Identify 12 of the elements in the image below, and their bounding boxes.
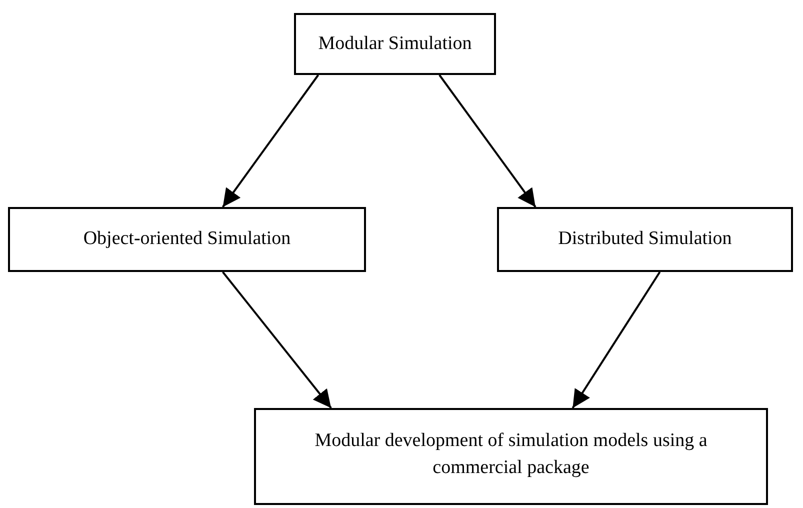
process-box xyxy=(254,408,768,505)
process-box xyxy=(497,207,793,272)
arrow xyxy=(222,271,332,409)
node-label: Modular Simulation xyxy=(317,32,473,56)
arrow xyxy=(222,74,320,208)
node-label: Modular development of simulation models using a commercial package xyxy=(314,429,708,480)
process-box xyxy=(8,207,366,272)
node-label: Distributed Simulation xyxy=(557,227,733,252)
arrow xyxy=(438,74,536,208)
arrow xyxy=(572,271,661,409)
node-label: Object-oriented Simulation xyxy=(82,227,292,252)
process-box xyxy=(294,13,496,75)
